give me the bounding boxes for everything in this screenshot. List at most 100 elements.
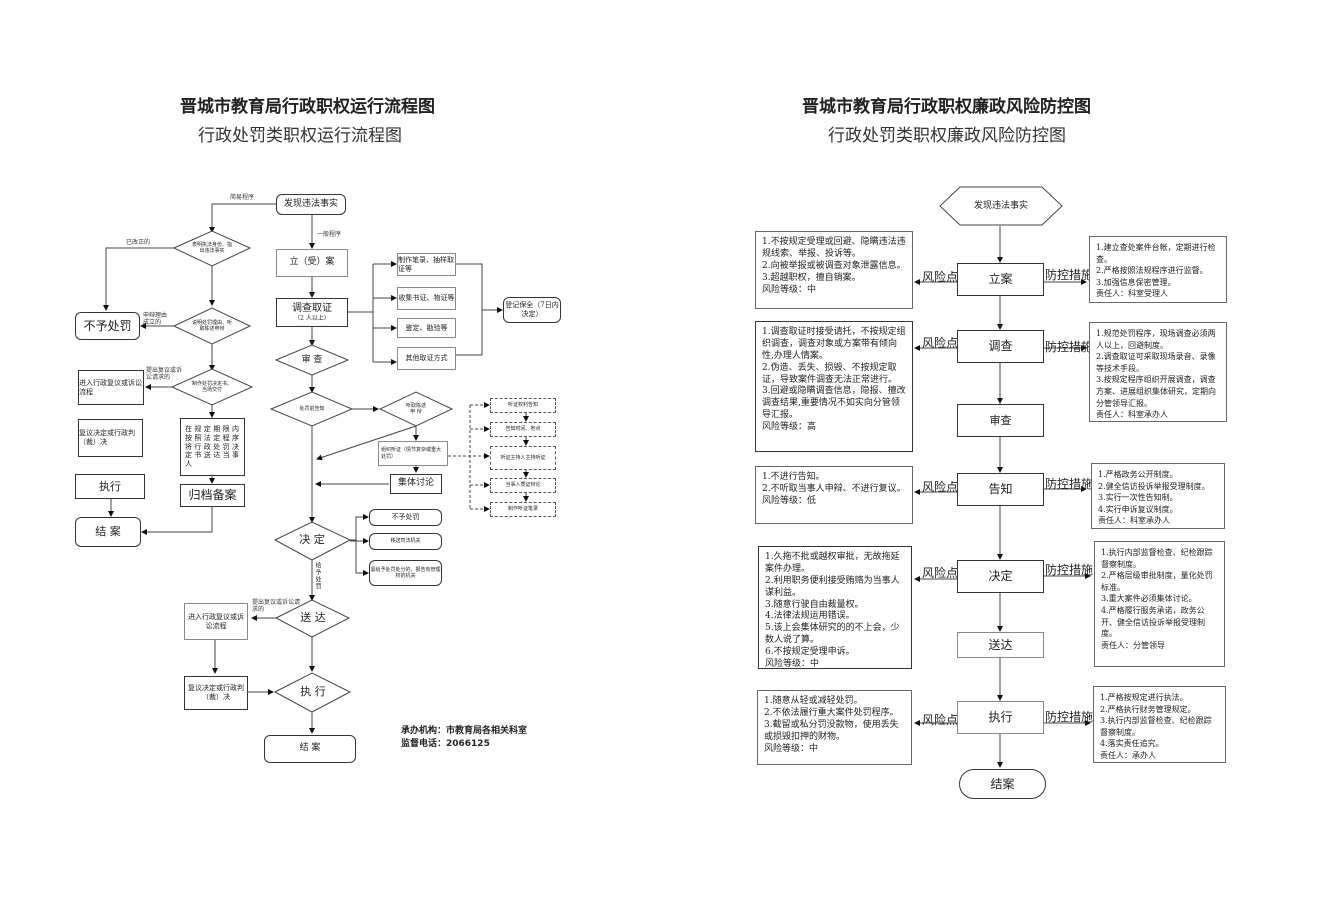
risk-text: 1.随意从轻或减轻处罚。: [764, 696, 863, 706]
right-start: 发现违法事实: [973, 200, 1028, 211]
measure-text: 2.调查取证可采取现场录音、录像等技术手段。: [1096, 352, 1216, 373]
measure-label-1: 防控措施: [1045, 268, 1094, 282]
hearing-step-1: 听证权利告知: [490, 398, 556, 413]
evidence-3: 鉴定、勘验等: [397, 318, 456, 338]
start-hexagon: [939, 186, 1063, 226]
risk-label-4: 风险点: [922, 480, 959, 494]
risk-text: 3.截留或私分罚没款物，使用丢失或损毁扣押的财物。: [764, 719, 899, 742]
risk-text: 5.该上会集体研究的的不上会，少数人说了算。: [765, 623, 900, 646]
measure-text: 3.加强信息保密管理。: [1096, 277, 1176, 287]
risk-level: 风险等级：低: [762, 495, 817, 506]
measure-text: 1.执行内部监督检查、纪检跟踪督察制度。: [1101, 548, 1213, 569]
risk-level: 风险等级：中: [762, 284, 817, 295]
node-execute-simple: 执行: [75, 474, 145, 499]
edge-corrected: [103, 247, 174, 311]
risk-text: 6.不按规定受理申诉。: [765, 647, 855, 657]
hearing-step-5: 制作听证笔录: [490, 502, 556, 517]
measure-text: 4.实行申诉复议制度。: [1098, 504, 1178, 514]
node-no-penalty-simple: 不予处罚: [75, 312, 140, 340]
node-review-judgment-general: 复议决定或行政判（裁）决: [184, 676, 248, 710]
measure-label-5: 防控措施: [1045, 563, 1094, 577]
step-decide: 决定: [957, 560, 1044, 593]
outcome-transfer: 移送司法机关: [369, 533, 442, 550]
responsible-person: 责任人：科室承办人: [1096, 410, 1168, 420]
risk-box-register: 1.不按规定受理或回避、隐瞒违法违规线索、举报、投诉等。 2.向被举报或被调查对…: [755, 231, 913, 309]
node-register: 立（受）案: [276, 249, 348, 277]
contact-org: 承办机构：市教育局各相关科室: [401, 726, 528, 736]
measure-text: 1.严格按规定进行执法。: [1100, 693, 1188, 702]
diamond-explain: [172, 307, 252, 345]
responsible-person: 责任人：分管领导: [1101, 640, 1165, 650]
risk-text: 1.调查取证时接受请托，不按规定组织调查，调查对象或方案带有倾向性,办理人情案。: [762, 327, 906, 361]
risk-text: 1.久拖不批或越权审批，无故拖延案件办理。: [765, 552, 900, 574]
node-close-simple: 结 案: [75, 517, 141, 547]
node-admin-review-general: 进入行政复议或诉讼流程: [184, 603, 248, 640]
edge-simple-procedure: [209, 203, 276, 233]
edge-out-1: [350, 514, 369, 541]
measure-label-4: 防控措施: [1045, 477, 1094, 491]
risk-text: 3.回避或隐瞒调查信息，隐报、擅改调查结果,重要情况不如实向分管领导汇报。: [762, 386, 906, 421]
risk-label-1: 风险点: [922, 270, 959, 284]
node-close: 结 案: [264, 735, 356, 763]
hearing-step-3: 听证主持人主持听证: [490, 446, 556, 470]
label-review: 审 查: [301, 354, 323, 365]
measure-text: 3.重大案件必须集体讨论。: [1101, 594, 1197, 604]
risk-label-2: 风险点: [922, 336, 959, 350]
label-execute: 执 行: [300, 685, 326, 699]
node-investigate: 调查取证 （2 人以上）: [276, 298, 348, 327]
evidence-4: 其他取证方式: [397, 347, 456, 370]
step-execute: 执行: [957, 701, 1044, 734]
hearing-step-2: 告知时间、地点: [490, 422, 556, 437]
measure-text: 1.建立查处案件台帐，定期进行检查。: [1096, 243, 1216, 264]
node-preserve: 登记保全（7日内决定）: [503, 297, 561, 323]
edge-evidence-merge: [456, 263, 483, 356]
responsible-person: 责任人：科室承办人: [1098, 516, 1170, 526]
diamond-notice: [269, 391, 354, 427]
investigate-title: 调查取证: [292, 302, 332, 314]
step-deliver: 送达: [957, 632, 1044, 658]
risk-text: 3.随意行驶自由裁量权。: [765, 599, 864, 610]
label-apply-review-general: 提出复议或诉讼请求的: [252, 599, 301, 613]
label-hear-defense: 听取陈述 申 辩: [405, 403, 426, 415]
diamond-execute: [273, 672, 352, 713]
diamond-identify: [172, 230, 252, 267]
measure-box-execute: 1.严格按规定进行执法。 2.严格执行财务管理规定。 3.执行内部监督检查、纪检…: [1093, 686, 1226, 763]
risk-box-execute: 1.随意从轻或减轻处罚。 2.不依法履行重大案件处罚程序。 3.截留或私分罚没款…: [757, 690, 912, 765]
step-review: 审查: [957, 404, 1044, 437]
measure-text: 2.严格执行财务管理规定。: [1100, 704, 1196, 714]
step-notice: 告知: [957, 473, 1044, 506]
measure-label-2: 防控措施: [1045, 340, 1094, 354]
measure-label-7: 防控措施: [1045, 710, 1094, 724]
label-deliver: 送 达: [300, 611, 326, 625]
label-apply-review-simple: 提出复议或诉讼请求的: [146, 367, 183, 381]
label-simple-d3: 制作处罚决定书、当场交付: [191, 381, 232, 393]
node-deliver-in-time: 在规定期限内按照法定程序将行政处罚决定书送达当事人: [180, 418, 245, 476]
risk-box-notice: 1.不进行告知。 2.不听取当事人申辩、不进行复议。 风险等级：低: [755, 466, 913, 524]
right-end: 结案: [959, 769, 1046, 799]
measure-box-investigate: 1.规范处罚程序，现场调查必须两人以上，回避制度。 2.调查取证可采取现场录音、…: [1089, 322, 1227, 422]
label-defense-valid: 申辩理由成立的: [143, 312, 168, 327]
node-discover: 发现违法事实: [276, 194, 346, 215]
investigate-sub: （2 人以上）: [294, 315, 330, 322]
measure-text: 2.严格按照法规程序进行监督。: [1096, 266, 1208, 276]
node-hearing: 组织听证（情节复杂或重大处罚）: [378, 441, 448, 466]
outcome-no-penalty: 不予处罚: [369, 509, 442, 526]
contact-phone: 监督电话：2066125: [401, 738, 490, 749]
left-subtitle: 行政处罚类职权运行流程图: [198, 126, 402, 146]
step-investigate: 调查: [957, 330, 1044, 363]
risk-level: 风险等级：高: [762, 422, 817, 432]
diamond-issue: [170, 368, 254, 406]
measure-box-decide: 1.执行内部监督检查、纪检跟踪督察制度。 2.严格层级审批制度，量化处罚标准。 …: [1094, 541, 1225, 667]
measure-text: 3.执行内部监督检查、纪检跟踪督察制度。: [1100, 716, 1212, 737]
measure-text: 2.健全信访投诉举报受理制度。: [1098, 481, 1210, 491]
edge-defense-main: [316, 425, 417, 461]
right-title: 晋城市教育局行政职权廉政风险防控图: [802, 97, 1091, 117]
node-admin-review-simple: 进入行政复议或诉讼流程: [78, 370, 144, 405]
label-simple-d2: 说明处罚理由、听取陈述申辩: [191, 320, 232, 332]
risk-label-5: 风险点: [922, 566, 959, 580]
risk-label-7: 风险点: [922, 713, 959, 727]
measure-text: 2.严格层级审批制度，量化处罚标准。: [1101, 571, 1213, 592]
risk-text: 2.向被举报或被调查对象泄露信息。: [762, 260, 906, 271]
risk-text: 1.不按规定受理或回避、隐瞒违法违规线索、举报、投诉等。: [762, 237, 906, 259]
